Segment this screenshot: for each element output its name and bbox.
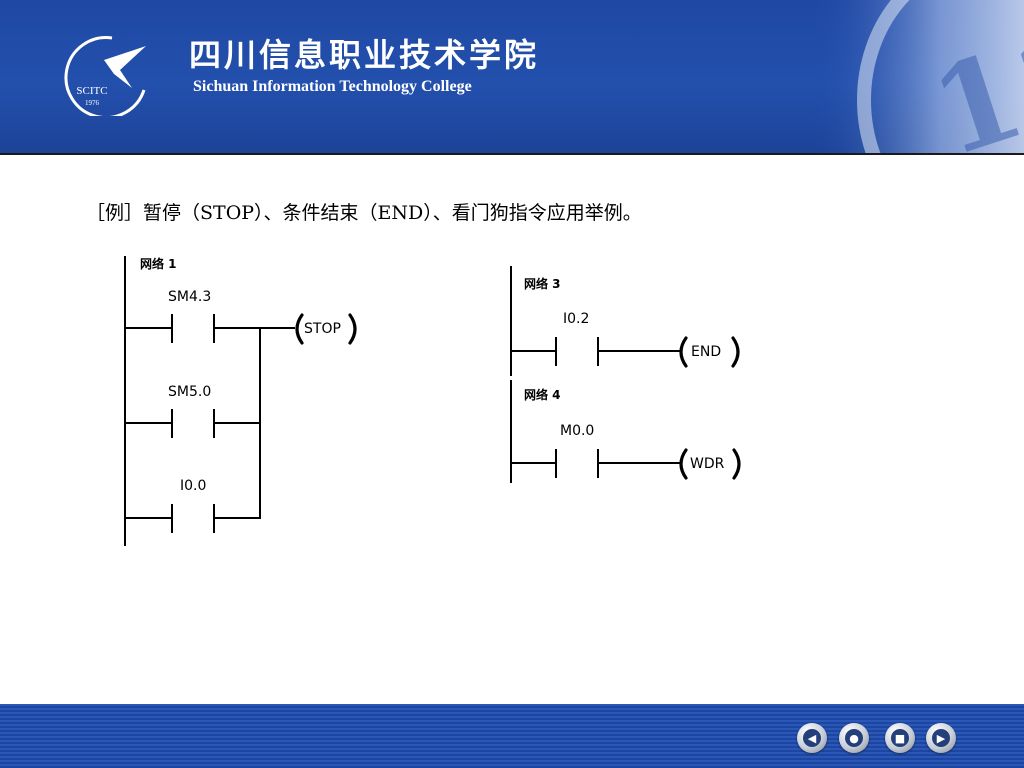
school-name-en: Sichuan Information Technology College xyxy=(193,78,472,95)
contact-address: M0.0 xyxy=(560,423,594,439)
contact-address: I0.0 xyxy=(180,478,206,494)
coil-label: STOP xyxy=(304,321,341,337)
square-icon: ■ xyxy=(891,729,909,747)
coil-left xyxy=(679,336,688,368)
school-logo: SCITC 1976 xyxy=(64,36,146,116)
network-label: 网络 4 xyxy=(524,387,561,402)
arrow-left-icon: ◀ xyxy=(803,729,821,747)
header-divider xyxy=(0,153,1024,155)
logo-text: SCITC xyxy=(76,85,107,97)
footer-bar xyxy=(0,704,1024,768)
menu-button[interactable]: ■ xyxy=(885,723,915,753)
contact-address: I0.2 xyxy=(563,311,589,327)
coil-left xyxy=(295,313,304,345)
coil-left xyxy=(679,448,688,480)
logo-year: 1976 xyxy=(85,99,100,107)
header-banner: 11 SCITC 1976 四川信息职业技术学院 Sichuan Informa… xyxy=(0,0,1024,153)
back-button[interactable]: ◀ xyxy=(797,723,827,753)
example-caption: ［例］暂停（STOP）、条件结束（END）、看门狗指令应用举例。 xyxy=(86,202,642,224)
contact-address: SM4.3 xyxy=(168,289,211,305)
network-3: 网络 3 I0.2 END xyxy=(510,266,740,376)
network-label: 网络 3 xyxy=(524,276,561,291)
home-button[interactable]: ● xyxy=(839,723,869,753)
coil-right xyxy=(348,313,357,345)
clock-decoration: 11 xyxy=(814,0,1024,153)
school-name-cn: 四川信息职业技术学院 xyxy=(189,36,540,74)
network-4: 网络 4 M0.0 WDR xyxy=(510,380,741,483)
coil-label: END xyxy=(691,344,721,360)
forward-button[interactable]: ▶ xyxy=(926,723,956,753)
contact-address: SM5.0 xyxy=(168,384,211,400)
network-1: 网络 1 SM4.3 SM5.0 I0.0 STOP xyxy=(124,256,357,546)
coil-right xyxy=(731,336,740,368)
arrow-right-icon: ▶ xyxy=(932,729,950,747)
coil-label: WDR xyxy=(690,456,725,472)
network-label: 网络 1 xyxy=(140,256,177,271)
circle-icon: ● xyxy=(845,729,863,747)
coil-right xyxy=(732,448,741,480)
